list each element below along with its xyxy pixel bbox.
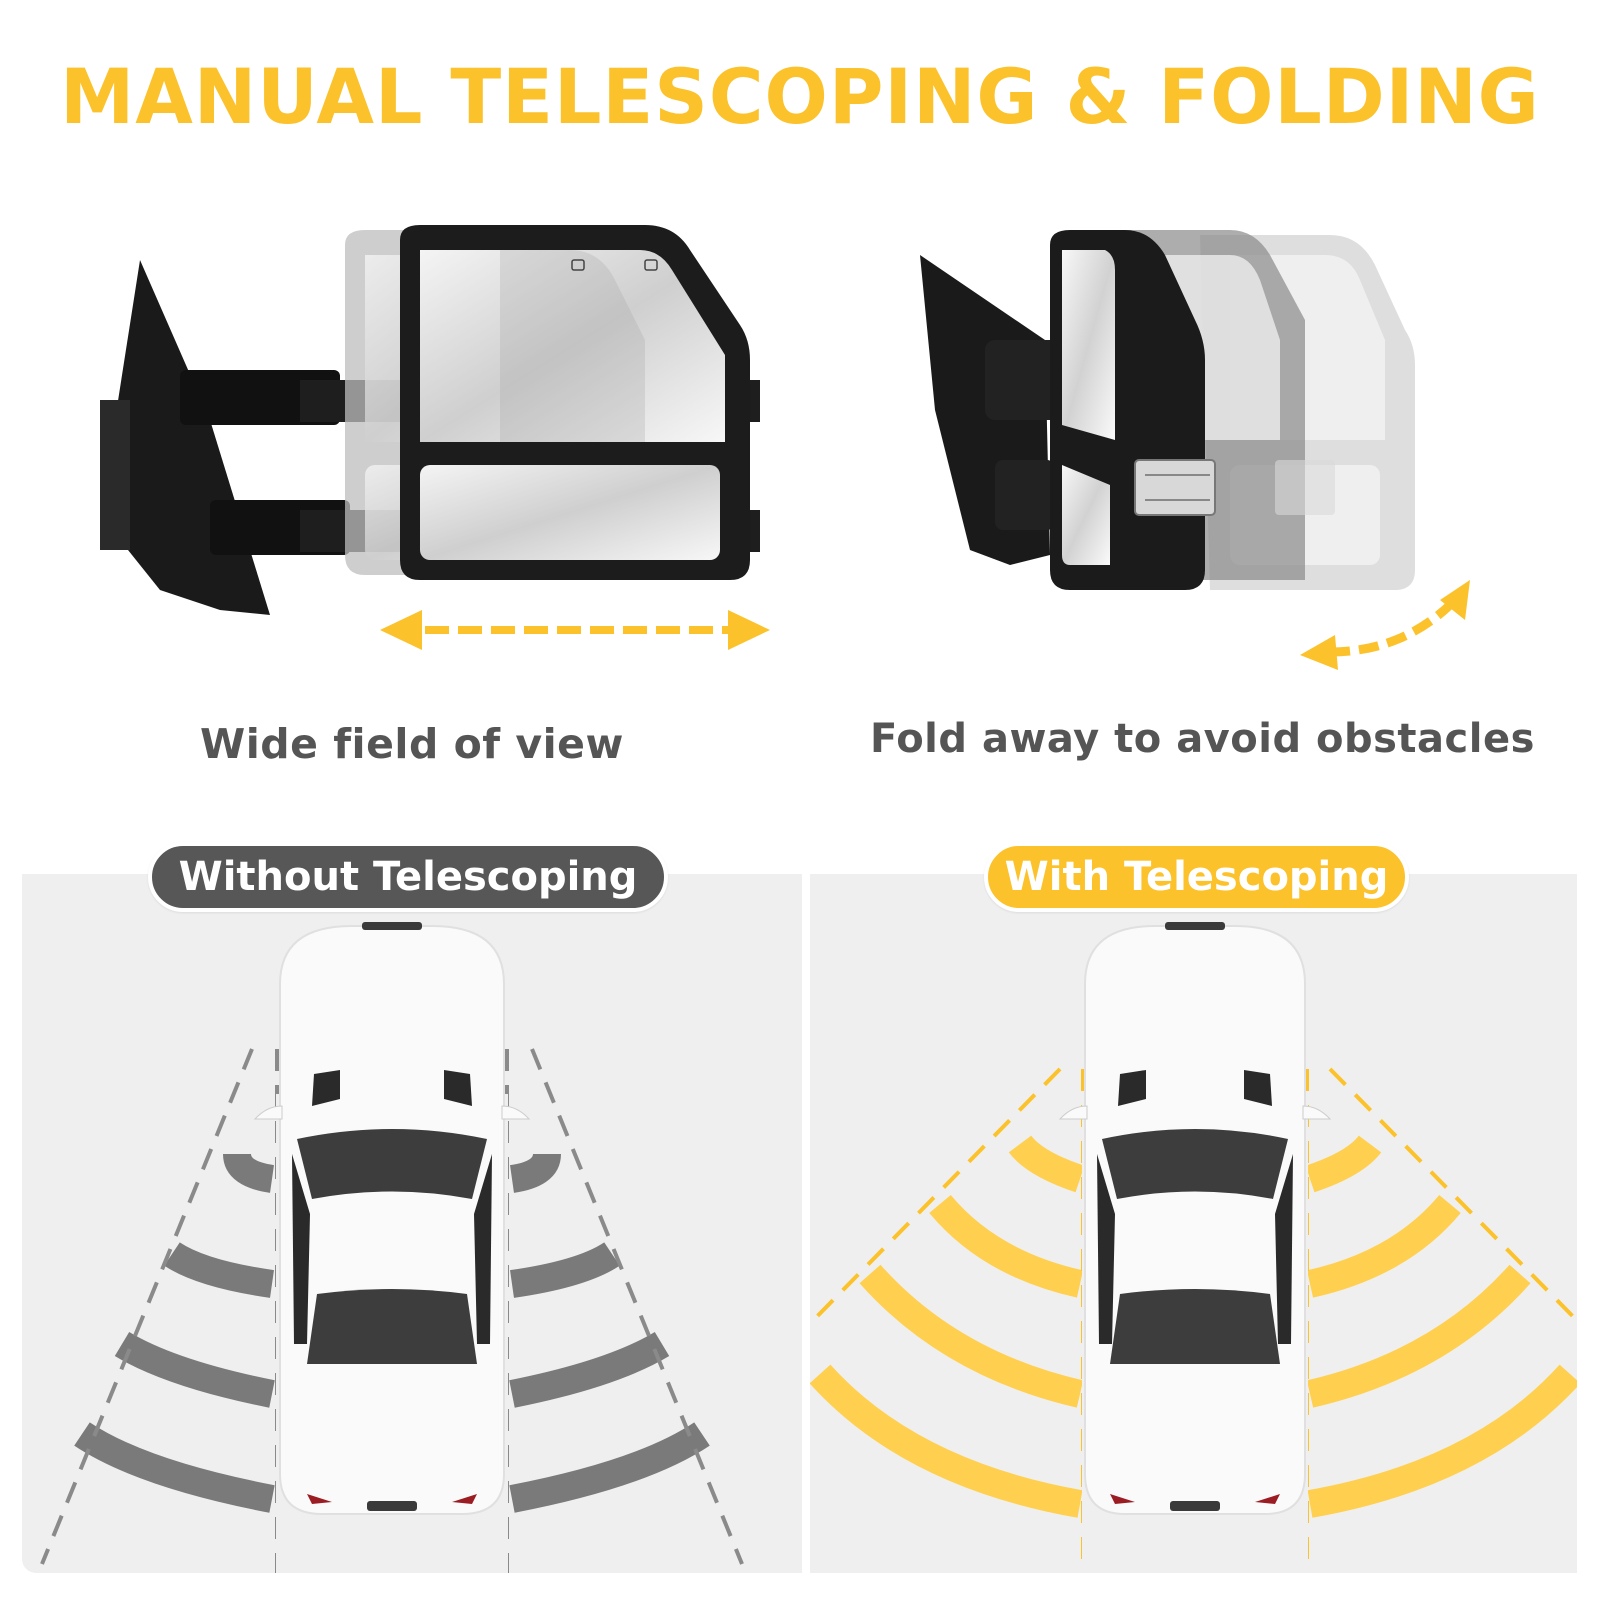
heated-mirror-icon <box>571 259 658 271</box>
page-title: MANUAL TELESCOPING & FOLDING <box>60 52 1540 141</box>
badge-without-telescoping: Without Telescoping <box>148 842 668 912</box>
double-curved-dashed-arrow-icon <box>1300 580 1470 670</box>
comparison-panel-without-telescoping <box>22 874 802 1573</box>
comparison-panel-with-telescoping <box>810 874 1577 1573</box>
narrow-vision-cone-graphic <box>40 922 744 1573</box>
folding-mirror-illustration <box>920 230 1415 590</box>
feature-caption-fold-away: Fold away to avoid obstacles <box>870 716 1535 762</box>
double-horizontal-dashed-arrow-icon <box>380 610 770 650</box>
car-top-view <box>253 922 531 1515</box>
car-top-view <box>1058 922 1332 1515</box>
feature-caption-wide-view: Wide field of view <box>200 720 624 768</box>
wide-vision-cone-graphic <box>810 922 1577 1573</box>
badge-with-telescoping: With Telescoping <box>984 842 1409 912</box>
telescoping-mirror-illustration <box>100 225 760 615</box>
